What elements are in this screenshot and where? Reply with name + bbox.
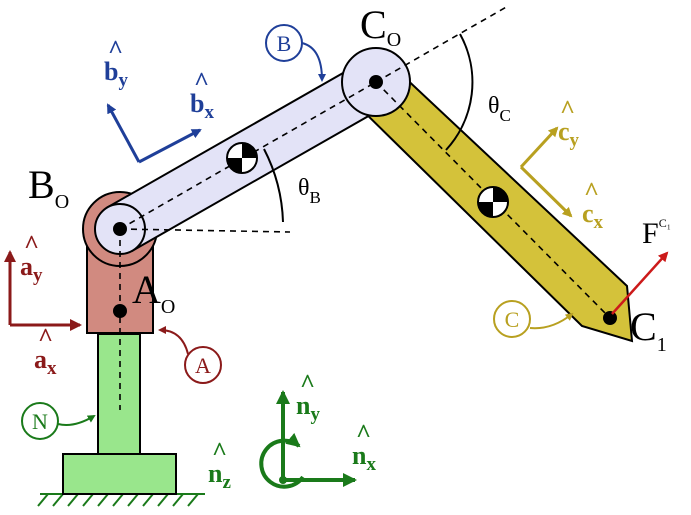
tag-A-letter: A: [195, 353, 211, 378]
post-N: [97, 333, 141, 455]
b-basis-arrows: [106, 103, 202, 164]
svg-text:ay: ay: [20, 252, 43, 286]
point-C-1-dot: [603, 311, 617, 325]
n-z-origin-dot: [279, 476, 287, 484]
svg-text:by: by: [104, 57, 128, 91]
svg-text:bx: bx: [190, 89, 214, 123]
ground-base: [62, 453, 177, 495]
svg-text:^: ^: [38, 323, 53, 352]
label-a-x: ^ ax: [34, 323, 57, 379]
label-c-y: ^ cy: [558, 95, 580, 151]
svg-text:^: ^: [584, 177, 599, 206]
theta-B-arc: [263, 148, 284, 223]
tag-N: [21, 402, 96, 440]
center-of-mass-C-icon: [477, 186, 509, 218]
label-b-y: ^ by: [104, 35, 128, 91]
label-a-y: ^ ay: [20, 230, 43, 286]
c-basis-arrows: [519, 126, 573, 218]
point-B-o-dot: [113, 222, 127, 236]
svg-text:^: ^: [212, 437, 227, 466]
svg-text:^: ^: [194, 67, 209, 96]
tag-C: [493, 300, 574, 338]
theta-C-arc: [445, 33, 474, 151]
a-basis-arrows: [3, 250, 82, 331]
label-n-y: ^ ny: [296, 369, 320, 425]
center-of-mass-B-icon: [226, 142, 258, 174]
force-arrow: [611, 251, 669, 315]
tag-B: [265, 24, 326, 82]
label-force: FC₁: [642, 216, 671, 250]
svg-text:ny: ny: [296, 391, 320, 425]
svg-text:nx: nx: [352, 441, 376, 475]
svg-text:^: ^: [356, 419, 371, 448]
svg-text:^: ^: [108, 35, 123, 64]
label-c-x: ^ cx: [582, 177, 604, 233]
label-theta-B: θB: [298, 175, 321, 207]
label-n-z: ^ nz: [208, 437, 231, 493]
svg-text:^: ^: [300, 369, 315, 398]
n-basis-arrows: [259, 390, 357, 489]
tag-A: [158, 326, 222, 384]
point-C-o-dot: [369, 75, 383, 89]
svg-text:ax: ax: [34, 345, 57, 379]
tag-C-letter: C: [505, 307, 520, 332]
label-B-o: BO: [28, 162, 69, 213]
svg-text:^: ^: [24, 230, 39, 259]
label-C-o: CO: [360, 2, 401, 51]
point-A-o-dot: [113, 304, 127, 318]
svg-text:cx: cx: [582, 199, 604, 233]
label-b-x: ^ bx: [190, 67, 214, 123]
svg-text:cy: cy: [558, 117, 580, 151]
label-C-1: C1: [630, 304, 667, 356]
label-n-x: ^ nx: [352, 419, 376, 475]
label-A-o: AO: [132, 267, 175, 318]
tag-B-letter: B: [277, 31, 292, 56]
svg-text:^: ^: [560, 95, 575, 124]
svg-text:nz: nz: [208, 459, 231, 493]
label-theta-C: θC: [488, 93, 511, 125]
ground-hatching: [37, 493, 205, 507]
tag-N-letter: N: [32, 409, 48, 434]
